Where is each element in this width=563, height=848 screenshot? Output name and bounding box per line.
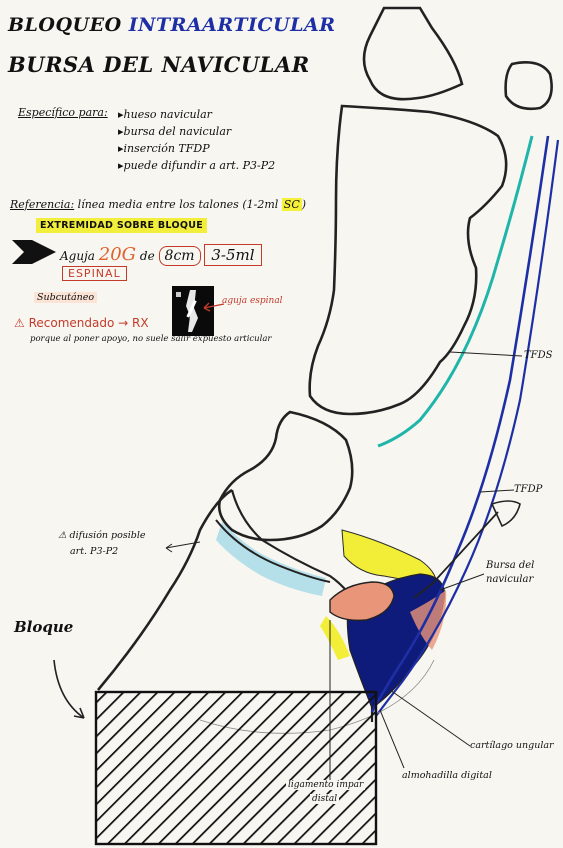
aguja-espinal-label: aguja espinal [222,296,283,306]
sesamoid-top [504,61,553,111]
extremidad-highlight: EXTREMIDAD SOBRE BLOQUE [36,218,208,233]
label-tfds: TFDS [524,350,553,361]
referencia: Referencia: línea media entre los talone… [10,198,306,211]
title-line-1: BLOQUEO INTRAARTICULAR [8,14,335,36]
title-line-2: BURSA DEL NAVICULAR [8,52,310,77]
label-difusion-2: art. P3-P2 [70,546,119,557]
especifico-item: bursa del navicular [118,123,275,140]
especifico-item: hueso navicular [118,106,275,123]
block-rect [94,690,378,846]
title-bloqueo: BLOQUEO [8,14,122,36]
referencia-sc: SC [281,198,302,211]
tfdp-tendon-1 [370,135,550,713]
tfdp-tendon-2 [375,139,560,717]
arrow-right-icon [12,240,56,264]
tfds-tendon [377,135,534,448]
spinal-needle [413,511,499,599]
title-intraarticular: INTRAARTICULAR [128,14,336,36]
label-cartilago: cartílago ungular [470,740,554,751]
especifico-list: hueso navicular bursa del navicular inse… [118,106,276,174]
label-ligamento-2: distal [310,794,340,804]
hoof-wall [97,488,233,691]
needle-gauge: 20G [98,244,137,265]
especifico-item: inserción TFDP [118,140,275,157]
p2-bone [308,104,508,416]
label-almohadilla: almohadilla digital [402,770,492,781]
joint-p3-p2 [216,522,326,596]
porque-note: porque al poner apoyo, no suele salir ex… [30,334,272,344]
needle-volume: 3-5ml [204,244,262,266]
p1-bone [362,6,464,101]
referencia-label: Referencia: [10,198,75,211]
label-bursa-1: Bursa del [486,560,535,571]
needle-spec: Aguja 20G de 8cm 3-5ml [60,244,262,266]
especifico-item: puede difundir a art. P3-P2 [118,157,276,174]
label-bloque: Bloque [14,618,74,636]
label-bursa-2: navicular [486,574,534,585]
recomendado: ⚠ Recomendado → RX [14,316,149,330]
needle-hub [490,500,521,528]
xray-thumbnail [172,286,214,336]
needle-length: 8cm [158,246,201,266]
subcutaneo: Subcutáneo [34,292,98,303]
referencia-text: línea media entre los talones (1-2ml [77,198,279,211]
needle-aguja: Aguja [60,249,95,263]
navicular-bone [329,581,395,622]
needle-de: de [139,249,155,263]
needle-type: ESPINAL [62,266,127,281]
label-difusion-1: ⚠ difusión posible [58,530,146,541]
label-tfdp: TFDP [514,484,543,495]
arrow-left-icon [203,302,225,312]
especifico-label: Específico para: [18,106,108,119]
label-ligamento-1: ligamento impar [286,780,366,790]
referencia-close: ) [301,198,307,211]
p3-bone [217,410,354,542]
